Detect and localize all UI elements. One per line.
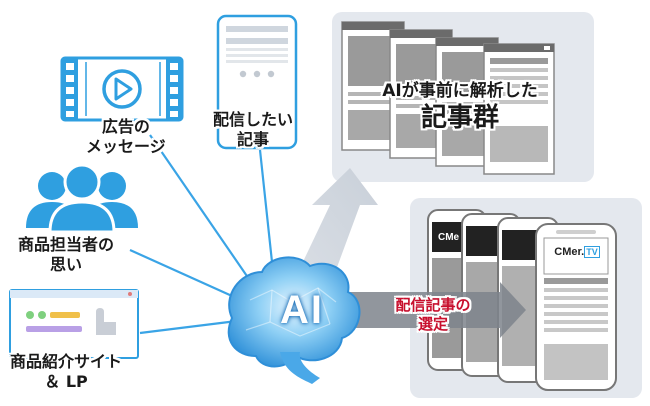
selection-line2: 選定 — [417, 315, 448, 333]
ad-message-label: 広告の メッセージ — [86, 117, 166, 157]
phone-logo-text: CMer. — [554, 246, 585, 258]
ad-message-line1: 広告の — [101, 117, 150, 136]
article-card-4 — [483, 43, 555, 175]
brain-icon — [227, 256, 361, 384]
staff-line1: 商品担当者の — [18, 235, 115, 254]
staff-label: 商品担当者の 思い — [18, 235, 114, 275]
phone-logo-badge: TV — [584, 246, 600, 258]
connector-ad — [149, 134, 263, 299]
analyzed-article-stack — [341, 21, 555, 175]
phone-side-text: CMe — [438, 232, 460, 243]
selection-line1: 配信記事の — [395, 296, 471, 314]
selection-arrow — [330, 282, 526, 338]
document-icon — [216, 14, 298, 150]
analyzed-line1: AIが事前に解析した — [382, 81, 538, 101]
ad-message-line2: メッセージ — [86, 137, 166, 156]
selection-label: 配信記事の 選定 — [378, 296, 488, 334]
website-icon — [9, 289, 139, 359]
analyzed-articles-label: AIが事前に解析した 記事群 — [350, 80, 570, 134]
site-line1: 商品紹介サイト — [10, 352, 123, 371]
site-line2: ＆ LP — [44, 372, 88, 391]
article-label: 配信したい 記事 — [213, 110, 293, 150]
phone-4 — [535, 223, 617, 391]
gray-arrow-up — [300, 168, 378, 270]
people-icon — [26, 163, 138, 234]
play-icon — [102, 69, 142, 109]
article-line2: 記事 — [237, 130, 270, 149]
ai-hub-label: AI — [280, 288, 324, 332]
phone-logo: CMer.TV — [548, 246, 606, 258]
staff-line2: 思い — [50, 255, 83, 274]
analyzed-line2: 記事群 — [420, 103, 499, 133]
connector-site — [139, 318, 246, 335]
article-line1: 配信したい — [213, 110, 294, 129]
site-label: 商品紹介サイト ＆ LP — [10, 352, 122, 392]
